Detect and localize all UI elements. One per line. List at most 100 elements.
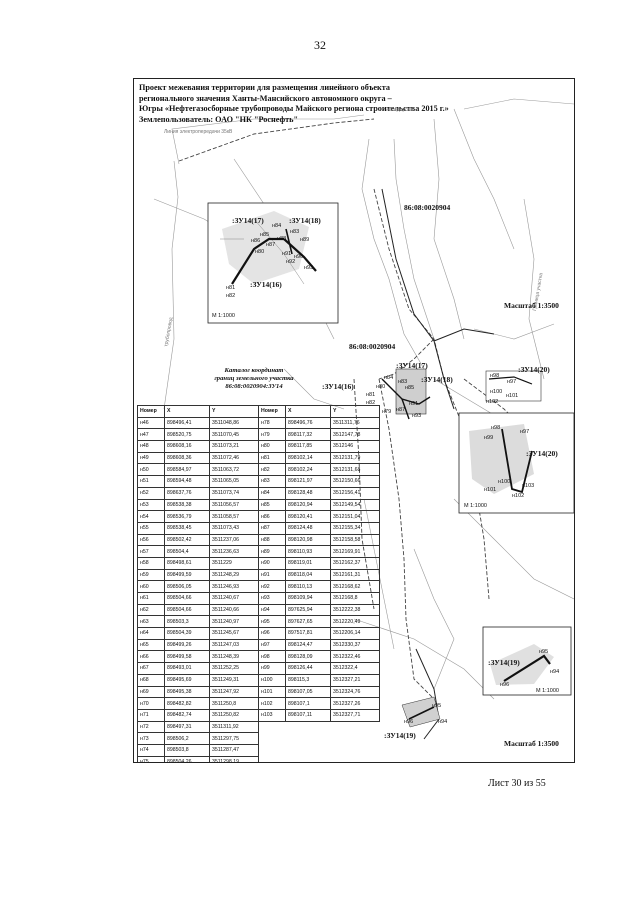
table-cell: 3511250,8	[209, 697, 259, 710]
table-cell: 3512161,31	[330, 568, 380, 582]
table-empty	[259, 733, 380, 745]
point-label: н92	[286, 259, 296, 265]
inset-a-parcel-line	[231, 237, 284, 285]
table-cell: 3511298,19	[209, 755, 259, 762]
point-label: н81	[366, 392, 376, 398]
table-cell: н93	[258, 592, 286, 605]
point-label: н96	[500, 682, 510, 688]
table-cell: 898499,26	[164, 638, 210, 652]
point-label: н79	[382, 409, 392, 415]
table-cell: 898499,59	[164, 568, 210, 582]
table-cell: 3511249,31	[209, 673, 259, 687]
point-label: н100	[498, 479, 511, 485]
table-cell: 3511073,74	[209, 486, 259, 500]
table-cell: 898110,93	[285, 545, 331, 558]
table-cell: 898107,05	[285, 685, 331, 699]
table-cell: 3511073,43	[209, 521, 259, 535]
table-cell: 898102,14	[285, 451, 331, 465]
table-cell: 898121,97	[285, 475, 331, 488]
table-cell: н47	[137, 428, 165, 442]
col-header: Номер	[137, 405, 165, 418]
table-cell: 898496,41	[164, 416, 210, 430]
table-cell: 898115,3	[285, 673, 331, 687]
right-small-box	[485, 370, 542, 402]
point-label: н80	[255, 249, 265, 255]
title-line: Землепользователь: ОАО "НК "Роснефть"	[139, 114, 299, 124]
point-label: н98	[491, 425, 501, 431]
title-line: Проект межевания территории для размещен…	[139, 83, 390, 92]
table-cell: 897627,65	[285, 615, 331, 629]
point-label: н88	[277, 236, 287, 242]
table-cell: 3512168,62	[330, 580, 380, 593]
col-header: Номер	[258, 405, 286, 418]
zu-label: :ЗУ14(19)	[488, 658, 520, 667]
table-cell: 3512322,46	[330, 650, 380, 664]
zu-label: :ЗУ14(20)	[526, 449, 558, 458]
table-cell: 898538,38	[164, 498, 210, 512]
zu-label: :ЗУ14(18)	[289, 216, 321, 225]
table-cell: н103	[258, 708, 286, 722]
table-cell: 3512131,68	[330, 463, 380, 477]
table-cell: 3511250,82	[209, 708, 259, 722]
table-cell: 898504,66	[164, 592, 210, 605]
inset-scale: М 1:1000	[212, 313, 235, 319]
table-cell: 3512330,37	[330, 638, 380, 652]
table-cell: 3511248,39	[209, 650, 259, 664]
table-cell: 3512206,14	[330, 627, 380, 640]
table-cell: н71	[137, 708, 165, 722]
table-cell: 898637,76	[164, 486, 210, 500]
table-cell: 3512169,91	[330, 545, 380, 558]
sheet-footer: Лист 30 из 55	[488, 778, 546, 789]
table-cell: н50	[137, 463, 165, 477]
table-cell: н70	[137, 697, 165, 710]
point-label: н97	[520, 429, 530, 435]
table-cell: 898495,69	[164, 673, 210, 687]
point-label: н91	[282, 251, 292, 257]
table-cell: н96	[258, 627, 286, 640]
table-cell: 3511237,06	[209, 533, 259, 547]
document-title: Проект межевания территории для размещен…	[139, 83, 539, 125]
table-cell: н78	[258, 416, 286, 430]
scale-label: Масштаб 1:3500	[504, 301, 559, 310]
table-cell: 898120,94	[285, 498, 331, 512]
table-cell: н74	[137, 743, 165, 757]
point-label: н91	[409, 401, 419, 407]
parcel-number: 86:08:0020904	[349, 342, 396, 351]
table-cell: 898503,8	[164, 743, 210, 757]
table-cell: н86	[258, 510, 286, 523]
table-cell: н48	[137, 440, 165, 453]
catalog-title-line: границ земельного участка	[214, 375, 294, 383]
point-label: н80	[376, 384, 386, 390]
inset-c-parcel-line	[503, 654, 551, 682]
point-label: н100	[490, 389, 503, 395]
table-cell: н46	[137, 416, 165, 430]
table-cell: 898584,97	[164, 463, 210, 477]
table-cell: н100	[258, 673, 286, 687]
table-cell: н67	[137, 662, 165, 675]
point-label: н94	[438, 719, 448, 725]
table-cell: н92	[258, 580, 286, 593]
table-cell: 3511240,66	[209, 603, 259, 617]
zu-label: :ЗУ14(16)	[322, 382, 354, 391]
table-cell: н59	[137, 568, 165, 582]
table-cell: 3511056,57	[209, 498, 259, 512]
table-cell: 898503,3	[164, 615, 210, 629]
point-label: н101	[484, 487, 497, 493]
table-cell: 898504,4	[164, 545, 210, 558]
table-cell: н99	[258, 662, 286, 675]
table-cell: н53	[137, 498, 165, 512]
